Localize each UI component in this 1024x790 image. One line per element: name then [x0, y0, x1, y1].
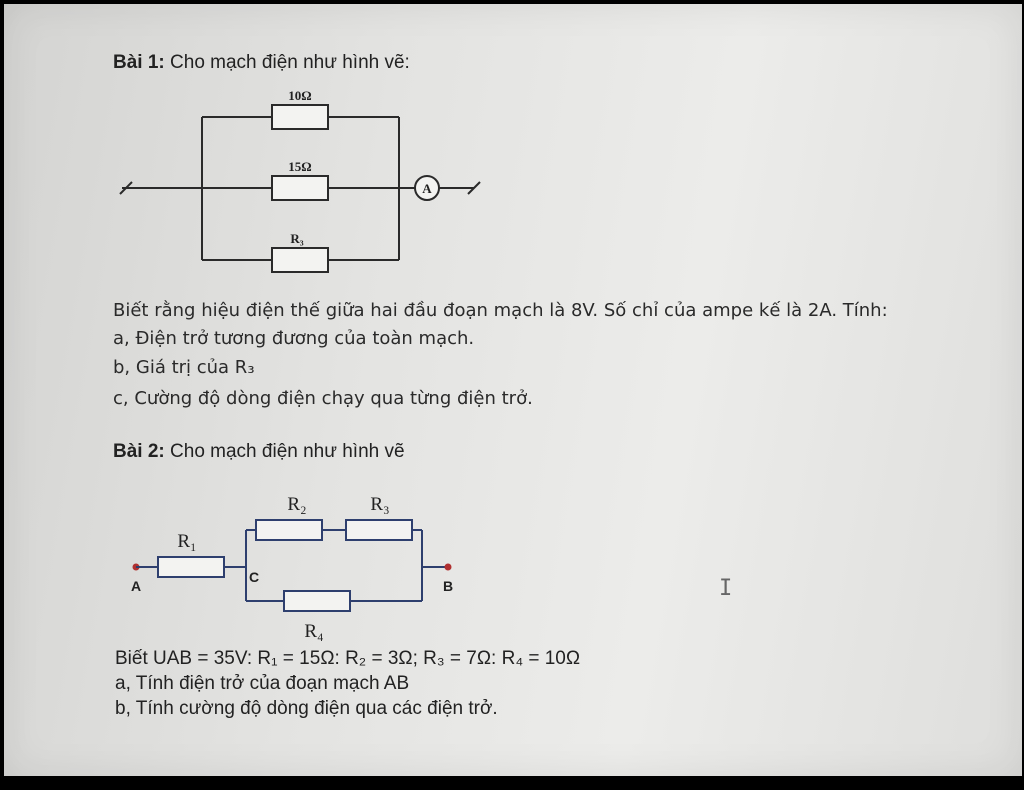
problem2-heading-bold: Bài 2:: [113, 441, 165, 462]
p2-resistor-r2: [255, 519, 323, 541]
p2-label-r3: R₃: [370, 494, 389, 515]
p1-terminal-right: [467, 181, 481, 195]
p1-resistor-r3: [271, 247, 329, 273]
p1-resistor-15: [271, 175, 329, 201]
text-cursor-icon: I: [719, 576, 733, 601]
p2-resistor-r1: [157, 556, 225, 578]
p2-label-r2: R₂: [287, 494, 306, 515]
problem1-item-c: c, Cường độ dòng điện chạy qua từng điện…: [113, 388, 533, 409]
p2-node-a-label: A: [131, 578, 141, 594]
p1-label-10: 10Ω: [288, 88, 311, 103]
p1-label-r3: R₃: [290, 231, 303, 246]
problem2-circuit: R₁ R₂ R₃ R₄ A B C: [131, 494, 453, 642]
problem1-item-b: b, Giá trị của R₃: [113, 357, 255, 378]
p1-label-15: 15Ω: [288, 159, 311, 174]
problem1-statement: Biết rằng hiệu điện thế giữa hai đầu đoạ…: [113, 300, 888, 321]
p1-terminal-left: [119, 181, 133, 195]
problem2-heading-text: Cho mạch điện như hình vẽ: [164, 441, 405, 462]
p2-resistor-r3: [345, 519, 413, 541]
p2-node-b-dot: [444, 563, 452, 571]
problem1-circuit: A 10Ω 15Ω R₃: [119, 88, 481, 273]
problem1-item-a: a, Điện trở tương đương của toàn mạch.: [113, 328, 475, 349]
p2-node-c-label: C: [249, 569, 259, 585]
problem2-heading: Bài 2: Cho mạch điện như hình vẽ: [113, 441, 405, 463]
document-page: [4, 4, 1022, 776]
problem1-heading-bold: Bài 1:: [113, 52, 165, 73]
p2-node-b-label: B: [443, 578, 453, 594]
problem2-item-a: a, Tính điện trở của đoạn mạch AB: [115, 673, 410, 694]
p2-label-r4: R₄: [304, 621, 323, 642]
problem2-given: Biết UAB = 35V: R₁ = 15Ω: R₂ = 3Ω; R₃ = …: [115, 648, 581, 669]
problem2-item-b: b, Tính cường độ dòng điện qua các điện …: [115, 698, 498, 719]
problem1-heading-text: Cho mạch điện như hình vẽ:: [164, 52, 410, 73]
problem1-heading: Bài 1: Cho mạch điện như hình vẽ:: [113, 52, 410, 74]
p1-resistor-10: [271, 104, 329, 130]
p2-label-r1: R₁: [177, 531, 196, 552]
p1-ammeter-label: A: [422, 181, 432, 196]
p2-resistor-r4: [283, 590, 351, 612]
